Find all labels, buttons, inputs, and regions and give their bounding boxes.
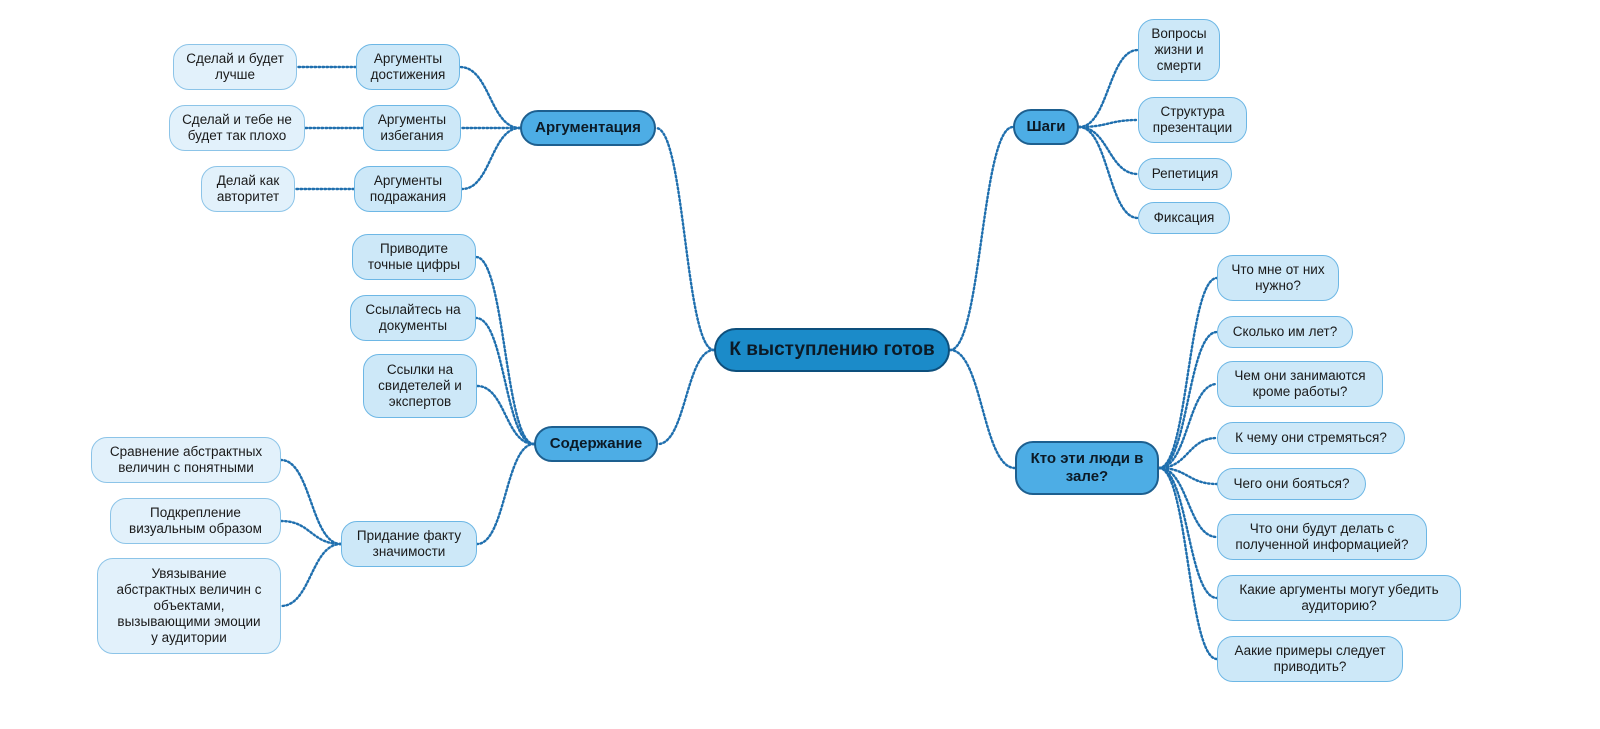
connector-line <box>1157 466 1219 600</box>
connector-line <box>1157 436 1219 470</box>
leaf-label: Сравнение абстрактных величин с понятным… <box>109 444 263 475</box>
subtopic-label: Аргументы подражания <box>369 173 447 204</box>
connector-line <box>1077 125 1140 220</box>
connector-line <box>654 126 716 352</box>
connector-line <box>279 542 343 608</box>
leaf-do-like-authority[interactable]: Делай как авторитет <box>201 166 295 212</box>
subtopic-label: Чего они бояться? <box>1233 476 1350 491</box>
subtopic-fact-significance[interactable]: Придание факту значимости <box>341 521 477 567</box>
connector-line <box>1157 466 1219 539</box>
subtopic-aspirations[interactable]: К чему они стремяться? <box>1217 422 1405 454</box>
leaf-compare-abstract[interactable]: Сравнение абстрактных величин с понятным… <box>91 437 281 483</box>
connector-line <box>474 255 536 446</box>
topic-audience[interactable]: Кто эти люди в зале? <box>1015 441 1159 495</box>
leaf-do-and-not-bad[interactable]: Сделай и тебе не будет так плохо <box>169 105 305 151</box>
subtopic-refer-documents[interactable]: Ссылайтесь на документы <box>350 295 476 341</box>
topic-steps[interactable]: Шаги <box>1013 109 1079 145</box>
subtopic-label: Фиксация <box>1153 210 1215 225</box>
subtopic-label: Аргументы достижения <box>370 51 446 82</box>
topic-content-label: Содержание <box>549 435 643 452</box>
subtopic-imitation-args[interactable]: Аргументы подражания <box>354 166 462 212</box>
subtopic-exact-numbers[interactable]: Приводите точные цифры <box>352 234 476 280</box>
subtopic-presentation-structure[interactable]: Структура презентации <box>1138 97 1247 143</box>
subtopic-what-i-need[interactable]: Что мне от них нужно? <box>1217 255 1339 301</box>
subtopic-examples[interactable]: Аакие примеры следует приводить? <box>1217 636 1403 682</box>
subtopic-label: Что они будут делать с полученной информ… <box>1235 521 1409 552</box>
leaf-label: Увязывание абстрактных величин с объекта… <box>116 566 262 645</box>
connector-line <box>1157 276 1219 470</box>
connector-line <box>948 125 1015 352</box>
subtopic-label: Ссылайтесь на документы <box>365 302 461 333</box>
subtopic-label: Приводите точные цифры <box>367 241 461 272</box>
leaf-label: Сделай и тебе не будет так плохо <box>182 112 292 143</box>
connector-line <box>656 348 716 446</box>
connector-line <box>948 348 1017 470</box>
leaf-label: Сделай и будет лучше <box>186 51 284 82</box>
connector-line <box>1157 466 1219 661</box>
connector-line <box>1077 125 1140 176</box>
subtopic-label: Аргументы избегания <box>377 112 447 143</box>
root-topic-label: К выступлению готов <box>729 339 935 360</box>
subtopic-life-death-questions[interactable]: Вопросы жизни и смерти <box>1138 19 1220 81</box>
leaf-emotional-objects[interactable]: Увязывание абстрактных величин с объекта… <box>97 558 281 654</box>
connector-line <box>1157 330 1219 470</box>
topic-argumentation[interactable]: Аргументация <box>520 110 656 146</box>
topic-content[interactable]: Содержание <box>534 426 658 462</box>
connector-line <box>460 126 522 191</box>
subtopic-label: Структура презентации <box>1152 104 1233 135</box>
connector-line <box>1077 48 1140 129</box>
connector-line <box>1157 382 1219 470</box>
connector-line <box>1157 466 1219 486</box>
subtopic-fears[interactable]: Чего они бояться? <box>1217 468 1366 500</box>
subtopic-label: Ссылки на свидетелей и экспертов <box>378 362 462 409</box>
subtopic-label: Вопросы жизни и смерти <box>1151 26 1207 73</box>
subtopic-fixation[interactable]: Фиксация <box>1138 202 1230 234</box>
connector-line <box>475 384 536 446</box>
leaf-label: Подкрепление визуальным образом <box>129 505 262 536</box>
subtopic-label: Сколько им лет? <box>1232 324 1338 339</box>
root-topic[interactable]: К выступлению готов <box>714 328 950 372</box>
leaf-visual-image[interactable]: Подкрепление визуальным образом <box>110 498 281 544</box>
subtopic-label: Репетиция <box>1151 166 1219 181</box>
subtopic-age[interactable]: Сколько им лет? <box>1217 316 1353 348</box>
topic-audience-label: Кто эти люди в зале? <box>1030 450 1144 485</box>
subtopic-refer-witnesses[interactable]: Ссылки на свидетелей и экспертов <box>363 354 477 418</box>
connector-line <box>474 316 536 446</box>
leaf-do-and-better[interactable]: Сделай и будет лучше <box>173 44 297 90</box>
subtopic-label: К чему они стремяться? <box>1235 430 1387 445</box>
subtopic-info-usage[interactable]: Что они будут делать с полученной информ… <box>1217 514 1427 560</box>
subtopic-label: Придание факту значимости <box>356 528 462 559</box>
subtopic-achievement-args[interactable]: Аргументы достижения <box>356 44 460 90</box>
subtopic-label: Чем они занимаются кроме работы? <box>1234 368 1366 399</box>
connector-line <box>458 65 522 130</box>
subtopic-label: Какие аргументы могут убедить аудиторию? <box>1239 582 1439 613</box>
connector-line <box>279 519 343 546</box>
connector-line <box>475 442 536 546</box>
subtopic-rehearsal[interactable]: Репетиция <box>1138 158 1232 190</box>
leaf-label: Делай как авторитет <box>216 173 280 204</box>
topic-argumentation-label: Аргументация <box>535 119 641 136</box>
subtopic-label: Что мне от них нужно? <box>1231 262 1325 293</box>
connector-line <box>1077 118 1140 129</box>
subtopic-convincing-args[interactable]: Какие аргументы могут убедить аудиторию? <box>1217 575 1461 621</box>
connector-line <box>279 458 343 546</box>
subtopic-avoidance-args[interactable]: Аргументы избегания <box>363 105 461 151</box>
subtopic-hobbies[interactable]: Чем они занимаются кроме работы? <box>1217 361 1383 407</box>
topic-steps-label: Шаги <box>1026 118 1066 135</box>
subtopic-label: Аакие примеры следует приводить? <box>1234 643 1386 674</box>
